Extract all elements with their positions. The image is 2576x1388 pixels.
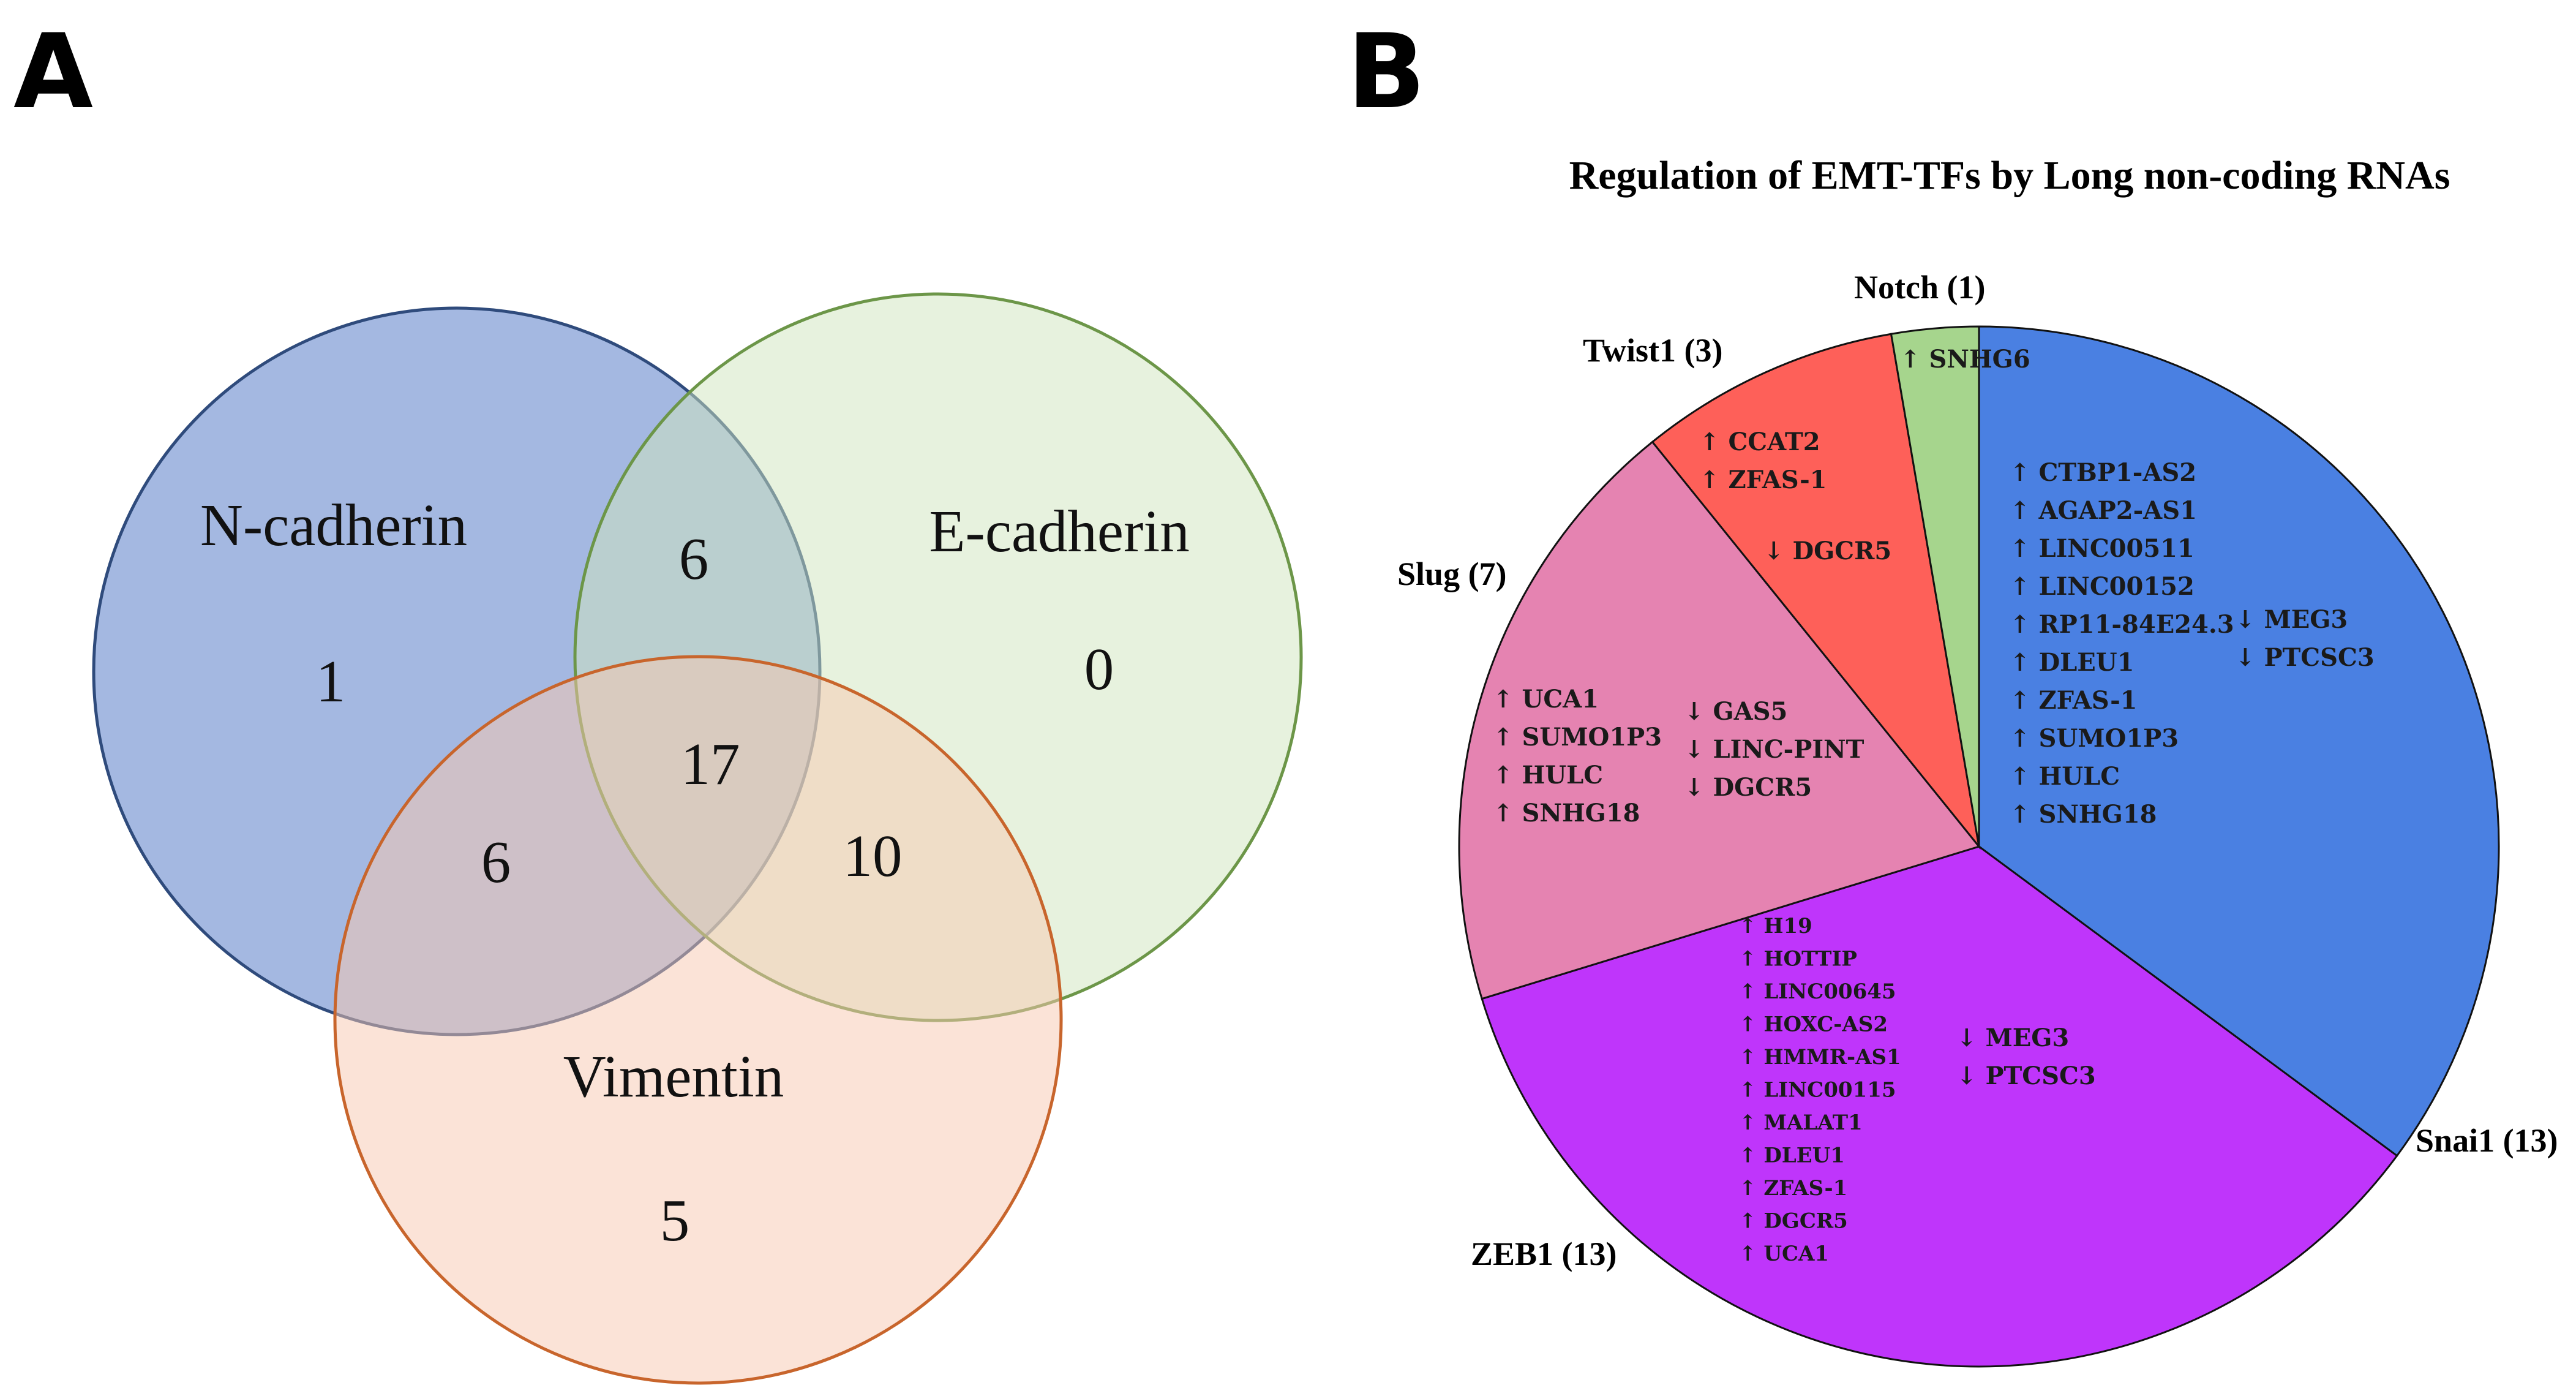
pie-chart-title: Regulation of EMT-TFs by Long non-coding… xyxy=(1569,153,2450,198)
lncrna-up-snai1-item: ↑ HULC xyxy=(2010,762,2120,791)
panel-a-letter: A xyxy=(13,12,93,132)
lncrna-up-zeb1-item: ↑ HOXC-AS2 xyxy=(1739,1013,1888,1037)
lncrna-up-zeb1-item: ↑ LINC00115 xyxy=(1739,1078,1896,1103)
venn-label-n-cadherin: N-cadherin xyxy=(200,492,467,558)
lncrna-up-slug-item: ↑ SUMO1P3 xyxy=(1493,723,1662,752)
lncrna-up-snai1-item: ↑ AGAP2-AS1 xyxy=(2010,496,2197,525)
lncrna-down-slug-item: ↓ DGCR5 xyxy=(1684,773,1812,802)
lncrna-up-snai1-item: ↑ LINC00511 xyxy=(2010,534,2195,563)
slice-label-snai1: Snai1 (13) xyxy=(2416,1122,2558,1159)
lncrna-up-zeb1-item: ↑ HMMR-AS1 xyxy=(1739,1045,1901,1069)
lncrna-up-zeb1-item: ↑ DLEU1 xyxy=(1739,1144,1845,1168)
lncrna-up-twist1-item: ↑ ZFAS-1 xyxy=(1699,466,1827,494)
lncrna-down-snai1-item: ↓ MEG3 xyxy=(2235,605,2348,634)
lncrna-up-slug-item: ↑ HULC xyxy=(1493,761,1603,790)
lncrna-up-snai1-item: ↑ RP11-84E24.3 xyxy=(2010,610,2234,639)
lncrna-up-slug-item: ↑ SNHG18 xyxy=(1493,799,1640,828)
panel-b-letter: B xyxy=(1347,12,1425,132)
lncrna-up-zeb1-item: ↑ H19 xyxy=(1739,914,1812,938)
slice-label-twist1: Twist1 (3) xyxy=(1583,332,1722,369)
venn-count-n-e: 6 xyxy=(679,526,709,592)
pie-slice-snai1 xyxy=(1978,325,2500,1157)
lncrna-up-zeb1-item: ↑ MALAT1 xyxy=(1739,1111,1863,1135)
lncrna-up-snai1-item: ↑ CTBP1-AS2 xyxy=(2010,458,2196,487)
lncrna-up-snai1-item: ↑ SUMO1P3 xyxy=(2010,724,2179,753)
lncrna-up-snai1-item: ↑ DLEU1 xyxy=(2010,648,2134,677)
lncrna-up-snai1-item: ↑ SNHG18 xyxy=(2010,800,2157,829)
pie-slice-slug xyxy=(1458,440,1981,1000)
slice-label-zeb1: ZEB1 (13) xyxy=(1471,1235,1617,1272)
slice-label-slug: Slug (7) xyxy=(1397,556,1507,592)
venn-diagram: N-cadherin E-cadherin Vimentin 1 0 5 6 6… xyxy=(92,292,1303,1385)
pie-slice-notch xyxy=(1890,325,1980,847)
lncrna-up-zeb1-item: ↑ DGCR5 xyxy=(1739,1209,1848,1234)
lncrna-up-zeb1-item: ↑ LINC00645 xyxy=(1739,979,1896,1004)
lncrna-up-zeb1-item: ↑ HOTTIP xyxy=(1739,947,1857,971)
pie-chart xyxy=(1458,325,2500,1368)
lncrna-down-slug-item: ↓ GAS5 xyxy=(1684,697,1787,726)
venn-count-n-e-v: 17 xyxy=(681,731,740,797)
pie-slice-twist1 xyxy=(1651,333,1981,850)
lncrna-up-notch-item: ↑ SNHG6 xyxy=(1900,345,2030,374)
venn-count-n-only: 1 xyxy=(316,649,346,714)
pie-slice-labels: Snai1 (13) ZEB1 (13) Slug (7) Twist1 (3)… xyxy=(1397,269,2558,1272)
venn-count-e-v: 10 xyxy=(843,823,903,889)
venn-count-n-v: 6 xyxy=(481,829,511,895)
lncrna-up-snai1-item: ↑ ZFAS-1 xyxy=(2010,686,2138,715)
lncrna-lists: ↑ CTBP1-AS2 ↑ AGAP2-AS1 ↑ LINC00511 ↑ LINC0… xyxy=(1493,345,2375,1266)
lncrna-up-snai1-item: ↑ LINC00152 xyxy=(2010,572,2195,601)
venn-circle-vimentin xyxy=(333,655,1063,1385)
lncrna-down-snai1-item: ↓ PTCSC3 xyxy=(2235,643,2375,672)
lncrna-down-slug-item: ↓ LINC-PINT xyxy=(1684,735,1864,764)
venn-count-v-only: 5 xyxy=(660,1188,690,1253)
lncrna-up-zeb1-item: ↑ UCA1 xyxy=(1739,1242,1829,1266)
lncrna-down-zeb1-item: ↓ PTCSC3 xyxy=(1956,1062,2096,1090)
venn-label-e-cadherin: E-cadherin xyxy=(929,499,1189,564)
venn-count-e-only: 0 xyxy=(1084,636,1114,702)
slice-label-notch: Notch (1) xyxy=(1854,269,1985,306)
venn-label-vimentin: Vimentin xyxy=(563,1044,784,1109)
lncrna-up-twist1-item: ↑ CCAT2 xyxy=(1699,428,1820,456)
pie-slice-zeb1 xyxy=(1481,845,2398,1368)
lncrna-up-slug-item: ↑ UCA1 xyxy=(1493,685,1599,714)
lncrna-up-zeb1-item: ↑ ZFAS-1 xyxy=(1739,1176,1847,1201)
lncrna-down-twist1-item: ↓ DGCR5 xyxy=(1763,537,1891,565)
lncrna-down-zeb1-item: ↓ MEG3 xyxy=(1956,1024,2069,1052)
